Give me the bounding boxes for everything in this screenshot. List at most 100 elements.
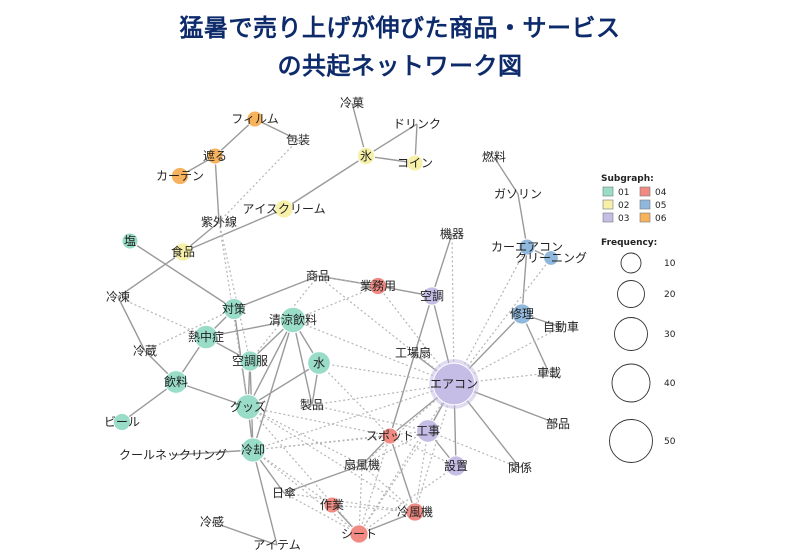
edge-solid-16 bbox=[521, 313, 550, 374]
edge-dotted-93 bbox=[358, 465, 457, 535]
node-circle-13 bbox=[173, 242, 193, 262]
edge-solid-20 bbox=[117, 296, 146, 352]
node-label-41: 扇風機 bbox=[344, 457, 380, 472]
node-23: 熱中症 bbox=[188, 324, 224, 350]
node-32: エアコン bbox=[429, 359, 479, 409]
node-36: 部品 bbox=[546, 416, 570, 431]
node-1: 包装 bbox=[286, 133, 310, 147]
node-label-16: クリーニング bbox=[515, 251, 587, 265]
edge-solid-11 bbox=[493, 156, 519, 195]
legend-swatch-02 bbox=[602, 199, 614, 210]
edge-dotted-92 bbox=[358, 435, 391, 535]
edge-solid-60 bbox=[211, 521, 278, 546]
node-16: クリーニング bbox=[515, 250, 587, 266]
node-42: 設置 bbox=[444, 455, 468, 477]
node-35: ビール bbox=[104, 412, 140, 432]
edge-dotted-63 bbox=[218, 221, 251, 362]
node-33: グッズ bbox=[230, 394, 266, 420]
edge-solid-58 bbox=[358, 511, 416, 535]
node-40: クールネックリング bbox=[119, 448, 227, 462]
node-31: 車載 bbox=[537, 366, 561, 380]
node-circle-20 bbox=[422, 286, 442, 306]
node-label-11: ガソリン bbox=[494, 187, 542, 201]
node-label-9: コイン bbox=[397, 156, 433, 170]
legend-swatch-label-04: 04 bbox=[655, 188, 667, 198]
node-11: ガソリン bbox=[494, 187, 542, 201]
node-circle-19 bbox=[368, 276, 388, 296]
node-label-15: カーエアコン bbox=[491, 240, 563, 254]
node-label-42: 設置 bbox=[444, 458, 468, 473]
node-34: 製品 bbox=[300, 398, 324, 412]
node-circle-21 bbox=[222, 297, 246, 321]
node-label-37: スポット bbox=[366, 429, 414, 443]
node-label-1: 包装 bbox=[286, 133, 310, 147]
node-circle-35 bbox=[112, 412, 132, 432]
legend-swatch-04 bbox=[639, 186, 651, 197]
node-12: 塩 bbox=[121, 232, 139, 250]
legend-swatch-label-01: 01 bbox=[618, 188, 629, 198]
node-circle-12 bbox=[121, 232, 139, 250]
node-circle-33 bbox=[235, 394, 261, 420]
edge-solid-12 bbox=[517, 193, 528, 248]
node-circle-15 bbox=[518, 238, 536, 256]
edge-dotted-90 bbox=[414, 430, 429, 513]
node-21: 対策 bbox=[222, 297, 246, 321]
legend-subgraph-title: Subgraph: bbox=[601, 174, 654, 184]
edge-dotted-86 bbox=[358, 464, 363, 535]
node-label-23: 熱中症 bbox=[188, 329, 224, 344]
node-47: 冷感 bbox=[200, 514, 224, 529]
legend-frequency-circle-20 bbox=[617, 280, 645, 308]
node-circle-46 bbox=[405, 502, 425, 522]
edge-solid-47 bbox=[431, 233, 453, 297]
edge-solid-26 bbox=[205, 319, 294, 338]
edge-dotted-76 bbox=[247, 406, 416, 513]
edge-dotted-73 bbox=[311, 383, 455, 406]
node-circle-3 bbox=[170, 166, 190, 186]
node-circle-0 bbox=[246, 110, 264, 128]
edge-dotted-101 bbox=[453, 246, 528, 385]
node-label-27: 空調服 bbox=[232, 354, 268, 368]
node-circle-42 bbox=[445, 455, 467, 477]
edge-solid-10 bbox=[182, 208, 285, 253]
node-circle-2 bbox=[206, 147, 224, 165]
node-label-18: 商品 bbox=[306, 268, 330, 283]
node-label-6: 冷菓 bbox=[340, 96, 364, 110]
legend-frequency-circle-10 bbox=[620, 252, 642, 274]
legend-frequency-label-10: 10 bbox=[664, 259, 676, 269]
node-49: アイテム bbox=[253, 538, 300, 552]
node-29: 工場扇 bbox=[395, 345, 431, 360]
legend-frequency-title: Frequency: bbox=[601, 238, 657, 248]
node-label-4: 紫外線 bbox=[201, 214, 237, 229]
node-38: 工事 bbox=[416, 419, 440, 443]
edge-dotted-68 bbox=[292, 285, 379, 321]
node-label-43: 関係 bbox=[508, 461, 532, 475]
node-circle-37 bbox=[381, 427, 399, 445]
legend-frequency-circle-50 bbox=[609, 419, 653, 463]
figure-title-line-2: の共起ネットワーク図 bbox=[277, 52, 523, 80]
edge-solid-6 bbox=[365, 123, 418, 157]
legend-swatch-06 bbox=[639, 212, 651, 223]
node-45: 作業 bbox=[320, 496, 344, 514]
node-18: 商品 bbox=[306, 268, 330, 283]
node-14: 機器 bbox=[440, 226, 464, 241]
node-label-2: 遮る bbox=[203, 148, 227, 163]
node-label-45: 作業 bbox=[320, 498, 344, 512]
edge-dotted-61 bbox=[218, 139, 299, 223]
node-circle-9 bbox=[406, 154, 424, 172]
legend-frequency-circle-40 bbox=[611, 363, 651, 403]
node-26: 冷蔵 bbox=[133, 344, 157, 358]
node-label-8: 氷 bbox=[360, 149, 372, 163]
node-label-46: 冷風機 bbox=[397, 504, 433, 519]
node-circle-28 bbox=[307, 351, 331, 375]
legend-frequency-label-30: 30 bbox=[664, 330, 676, 340]
legend-swatch-label-03: 03 bbox=[618, 214, 629, 224]
legend-swatch-label-05: 05 bbox=[655, 201, 666, 211]
node-9: コイン bbox=[397, 154, 433, 172]
edge-dotted-69 bbox=[292, 319, 455, 385]
node-circle-24 bbox=[511, 303, 533, 325]
node-30: 飲料 bbox=[164, 370, 188, 394]
node-24: 修理 bbox=[510, 303, 534, 325]
node-circle-32 bbox=[432, 362, 476, 406]
edge-solid-9 bbox=[283, 155, 367, 210]
